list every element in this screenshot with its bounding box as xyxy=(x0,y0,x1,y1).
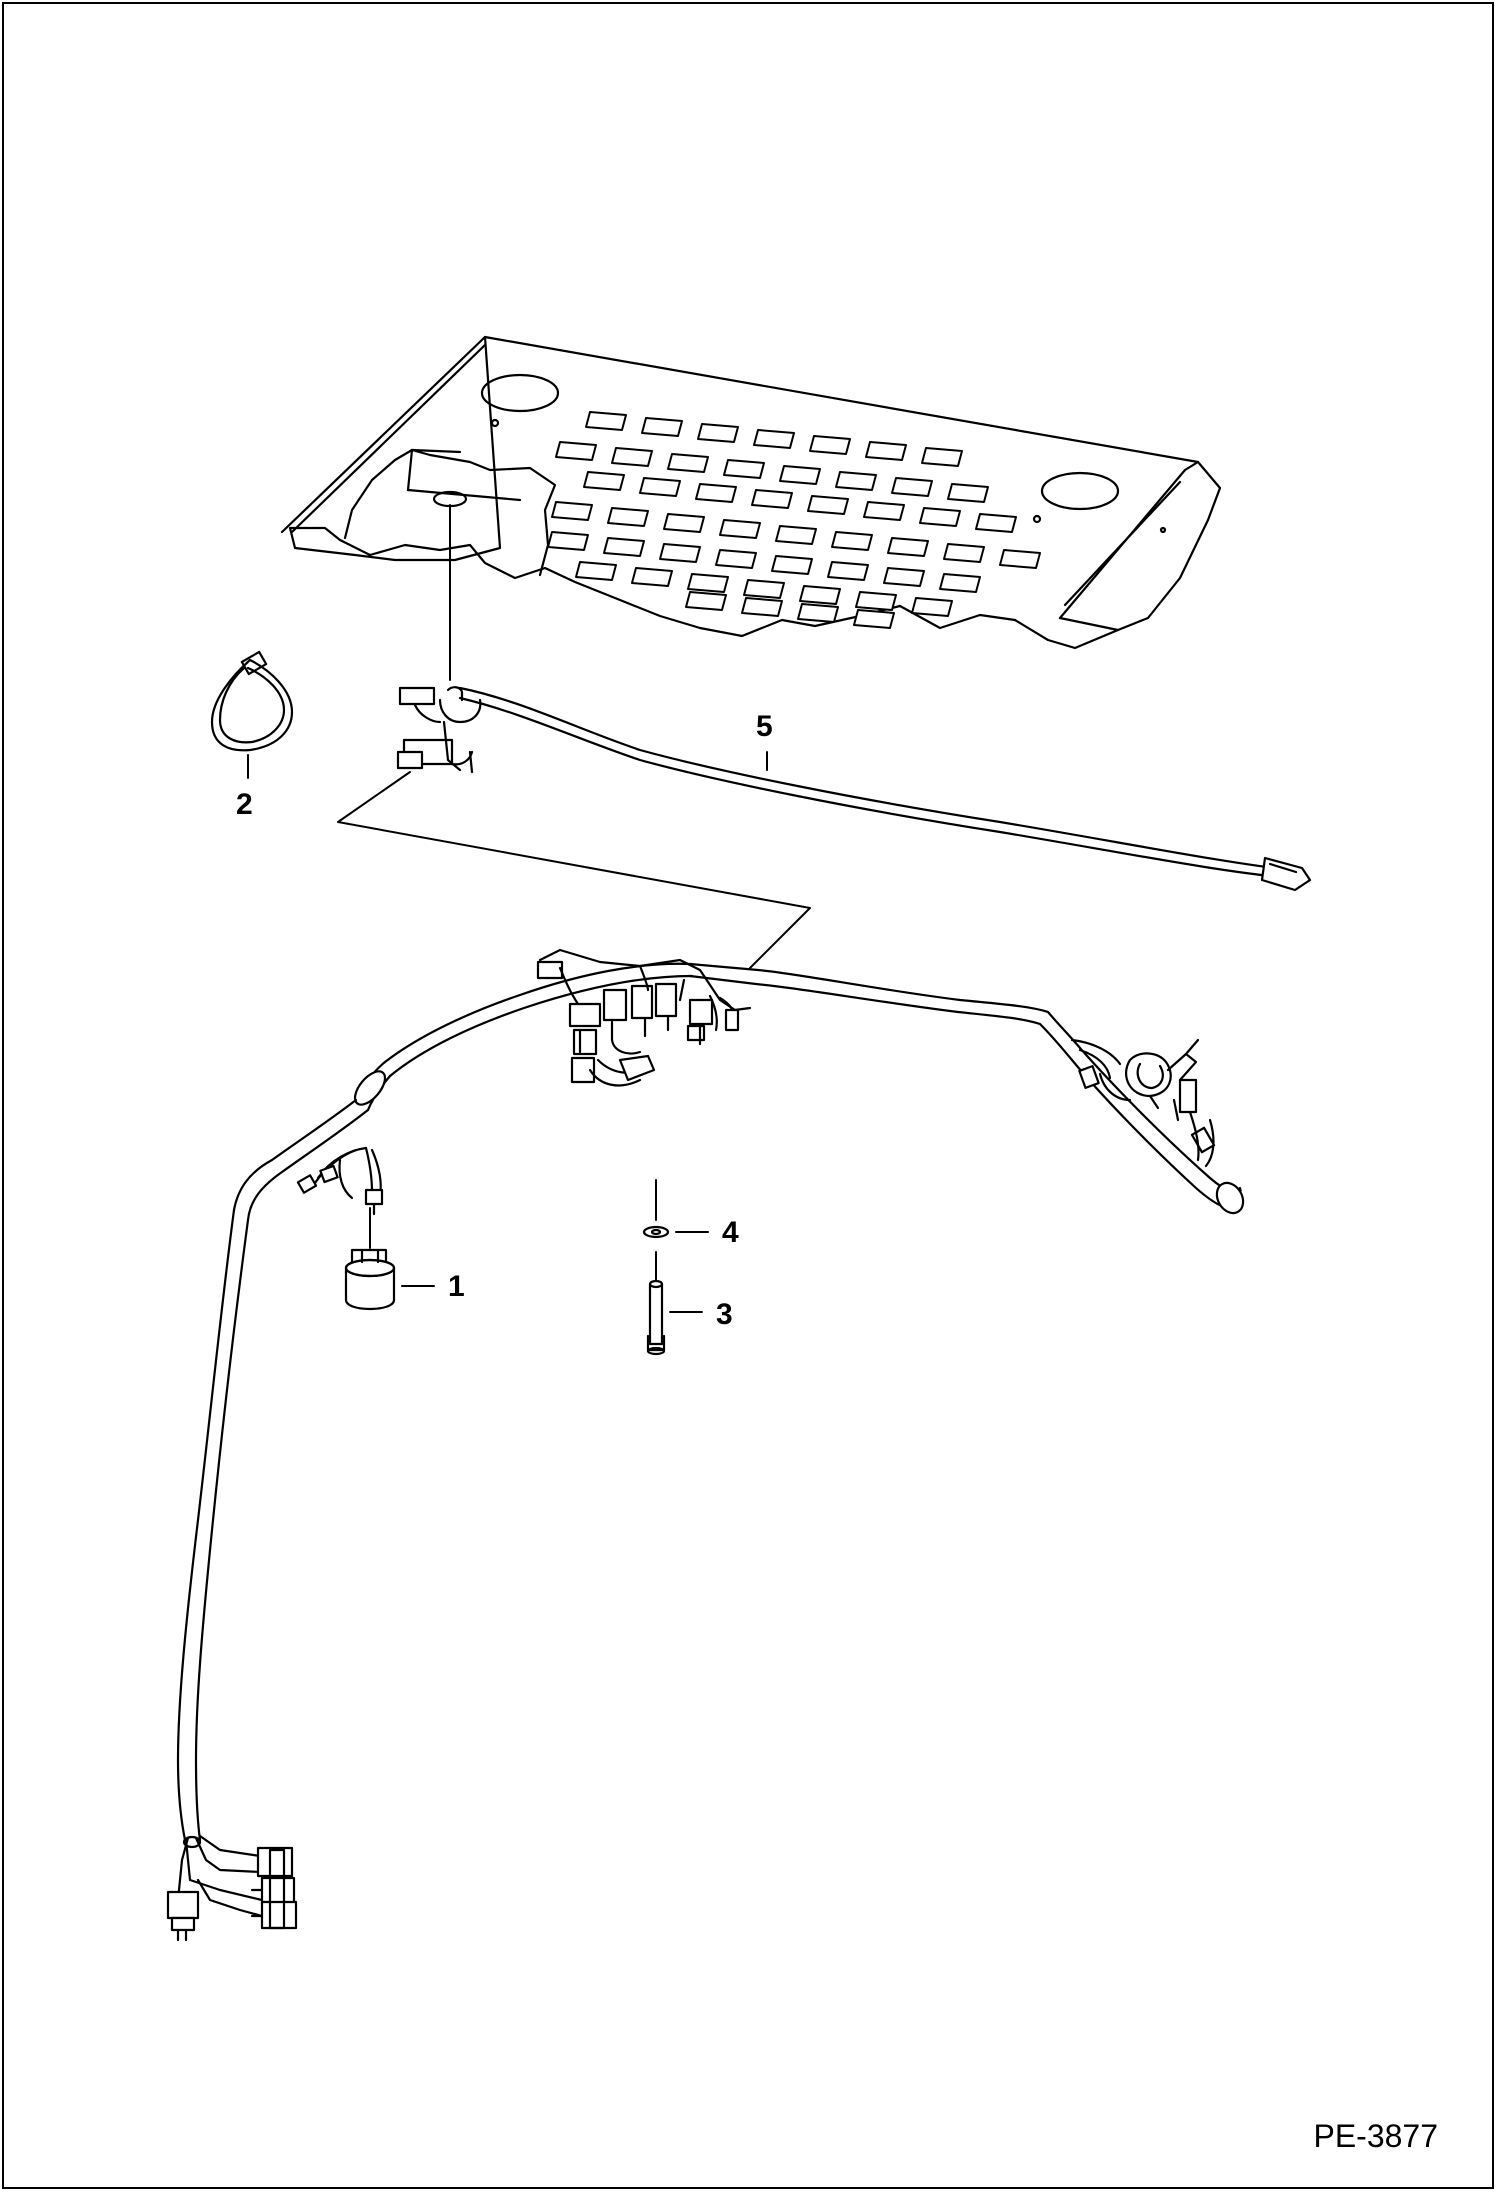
panel-perforation xyxy=(695,483,737,503)
panel-perforation xyxy=(771,555,813,575)
callout-5: 5 xyxy=(756,710,773,743)
panel-perforation xyxy=(603,537,645,557)
panel-perforation xyxy=(685,591,727,611)
panel-perforation xyxy=(887,537,929,557)
panel-perforation xyxy=(975,513,1017,533)
callout-2: 2 xyxy=(236,788,253,821)
panel-perforation xyxy=(639,477,681,497)
panel-perforation xyxy=(779,465,821,485)
panel-perforation xyxy=(697,423,739,443)
panel-perforation xyxy=(855,591,897,611)
panel-perforation xyxy=(607,507,649,527)
panel-perforation xyxy=(715,549,757,569)
panel-perforation xyxy=(999,549,1041,569)
callout-3: 3 xyxy=(716,1298,733,1331)
assembly-leader xyxy=(337,771,811,969)
panel-perforation xyxy=(751,489,793,509)
panel-hole-left xyxy=(480,373,560,413)
panel-perforation xyxy=(919,507,961,527)
panel-perforation xyxy=(631,567,673,587)
panel-hole-right xyxy=(1040,471,1120,511)
panel-perforation xyxy=(939,573,981,593)
panel-perforation xyxy=(831,531,873,551)
perforated-panel xyxy=(280,335,1222,650)
panel-perforation xyxy=(809,435,851,455)
panel-perforation xyxy=(827,561,869,581)
panel-perforation xyxy=(891,477,933,497)
panel-perforation xyxy=(641,417,683,437)
panel-perforation xyxy=(723,459,765,479)
panel-perforation xyxy=(551,501,593,521)
panel-perforation xyxy=(799,585,841,605)
panel-perforation xyxy=(547,531,589,551)
panel-perforation xyxy=(611,447,653,467)
panel-perforation xyxy=(659,543,701,563)
panel-perforation xyxy=(741,597,783,617)
panel-perforation xyxy=(667,453,709,473)
stud-pin xyxy=(646,1251,666,1356)
flasher-unit xyxy=(344,1207,396,1310)
panel-perforation xyxy=(753,429,795,449)
panel-perforation xyxy=(583,471,625,491)
panel-perforation xyxy=(775,525,817,545)
panel-perforation xyxy=(719,519,761,539)
callout-4: 4 xyxy=(722,1216,739,1249)
sub-harness xyxy=(396,686,1312,892)
panel-perforation xyxy=(863,501,905,521)
panel-perforation xyxy=(797,603,839,623)
panel-perforation xyxy=(921,447,963,467)
figure-code: PE-3877 xyxy=(1313,2118,1438,2154)
panel-perforation xyxy=(911,597,953,617)
panel-perforation xyxy=(743,579,785,599)
main-harness xyxy=(166,948,1245,1942)
panel-perforation xyxy=(807,495,849,515)
panel-perforation xyxy=(555,441,597,461)
panel-perforation xyxy=(687,573,729,593)
panel-perforation xyxy=(663,513,705,533)
washer xyxy=(642,1179,670,1239)
panel-perforation xyxy=(585,411,627,431)
cable-tie xyxy=(210,650,294,752)
panel-perforation xyxy=(943,543,985,563)
panel-perforation xyxy=(947,483,989,503)
panel-perforation xyxy=(865,441,907,461)
panel-perforation xyxy=(575,561,617,581)
panel-perforation xyxy=(835,471,877,491)
panel-perforation xyxy=(883,567,925,587)
callout-1: 1 xyxy=(448,1270,465,1303)
panel-perforation xyxy=(853,609,895,629)
